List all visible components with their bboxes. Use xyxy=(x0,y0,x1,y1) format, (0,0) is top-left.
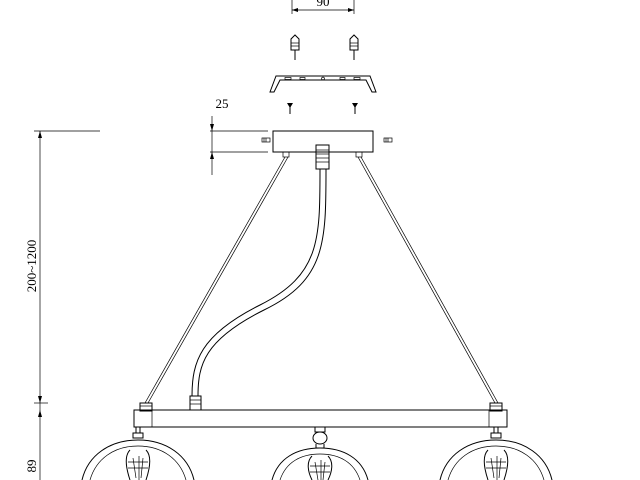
suspension-length-label: 200~1200 xyxy=(24,240,39,293)
screw-anchor-right xyxy=(349,34,359,60)
shade-height-label: 89 xyxy=(24,460,39,473)
bracket-width-dimension: 90 xyxy=(291,0,355,14)
light-bar xyxy=(133,402,508,428)
bracket-width-label: 90 xyxy=(317,0,330,9)
shade-height-dimension: 89 xyxy=(24,460,39,473)
mounting-bracket xyxy=(269,75,377,93)
canopy-height-dimension: 25 xyxy=(210,96,268,175)
screw-left xyxy=(287,103,293,114)
canopy-height-label: 25 xyxy=(216,96,229,111)
screw-anchor-left xyxy=(290,34,300,60)
suspension-length-dimension: 200~1200 xyxy=(24,130,100,480)
globe-right xyxy=(439,427,553,480)
screw-right xyxy=(352,103,358,114)
suspension-wires xyxy=(144,156,499,404)
globe-center xyxy=(271,427,369,480)
globe-left xyxy=(81,427,195,480)
power-cable xyxy=(189,168,327,411)
canopy xyxy=(261,130,393,170)
